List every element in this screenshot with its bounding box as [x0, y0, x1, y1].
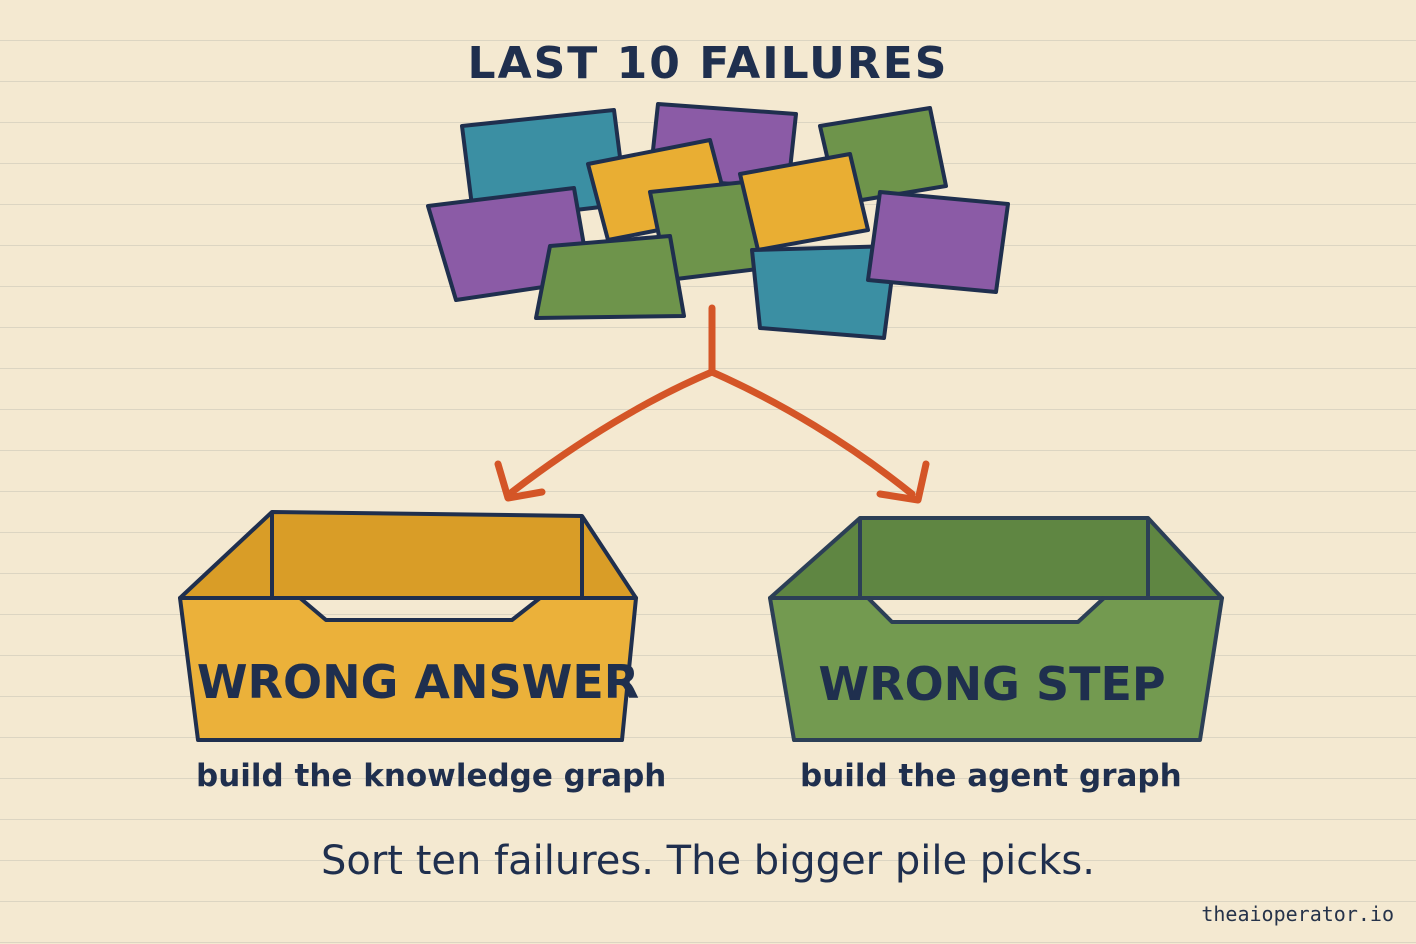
- tagline: Sort ten failures. The bigger pile picks…: [320, 838, 1095, 884]
- wrong-step-bin: [768, 516, 1224, 742]
- wrong-answer-bin: [178, 510, 638, 742]
- failure-card: [534, 234, 686, 320]
- failure-pile: [426, 102, 1010, 340]
- diagram-title: LAST 10 FAILURES: [467, 38, 949, 89]
- wrong-step-subtitle: build the agent graph: [800, 758, 1182, 794]
- site-credit: theaioperator.io: [1201, 902, 1394, 926]
- split-arrow: [494, 304, 930, 504]
- failure-card: [750, 244, 898, 340]
- wrong-step-label: WRONG STEP: [818, 657, 1165, 711]
- failure-card: [866, 190, 1010, 294]
- failure-card: [738, 152, 870, 252]
- wrong-answer-subtitle: build the knowledge graph: [196, 758, 667, 794]
- wrong-answer-label: WRONG ANSWER: [197, 655, 639, 709]
